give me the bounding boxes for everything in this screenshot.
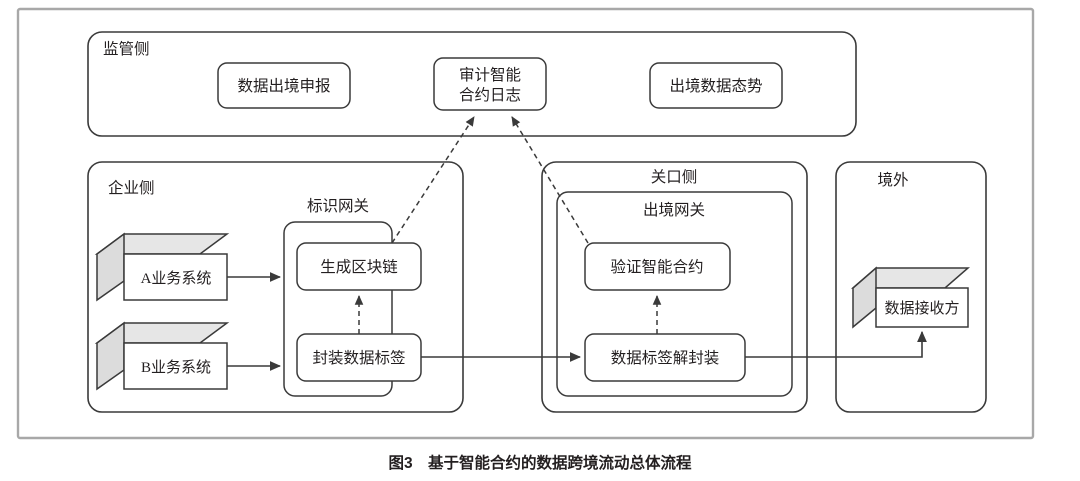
zone-regulator-label: 监管侧 [103, 40, 150, 58]
figure-caption: 图3 基于智能合约的数据跨境流动总体流程 [388, 453, 692, 472]
cube-system-b-label: B业务系统 [141, 359, 211, 376]
zone-customs-label: 关口侧 [651, 168, 698, 186]
flow-unseal-to-receiver [745, 330, 927, 358]
node-declaration-label: 数据出境申报 [237, 76, 330, 95]
node-declaration[interactable] [217, 62, 351, 109]
node-situation[interactable] [649, 62, 783, 109]
zone-exit-gateway-label: 出境网关 [643, 200, 705, 219]
cube-receiver-label: 数据接收方 [884, 300, 959, 317]
node-verify-contract-label: 验证智能合约 [610, 258, 703, 276]
flow-gen-blockchain-to-audit-log [391, 116, 475, 244]
cube-system-a-label: A业务系统 [141, 270, 212, 287]
node-audit-log-label-line2: 合约日志 [459, 86, 521, 104]
node-gen-blockchain[interactable] [296, 242, 422, 291]
node-audit-log-label-line1: 审计智能 [459, 66, 521, 84]
zone-identity-gateway-label: 标识网关 [307, 197, 369, 215]
node-unseal-tag-label: 数据标签解封装 [611, 349, 720, 367]
zone-overseas-label: 境外 [877, 170, 908, 189]
zone-enterprise-label: 企业侧 [108, 179, 155, 197]
flow-verify-contract-to-audit-log [511, 116, 589, 244]
cube-system-b: B业务系统 [94, 321, 230, 391]
cube-system-a: A业务系统 [94, 232, 230, 302]
node-seal-tag-label: 封装数据标签 [312, 349, 405, 367]
node-verify-contract[interactable] [584, 242, 731, 291]
node-situation-label: 出境数据态势 [669, 76, 762, 95]
cube-receiver: 数据接收方 [850, 266, 971, 329]
node-gen-blockchain-label: 生成区块链 [320, 258, 398, 276]
node-audit-log[interactable] [433, 57, 547, 111]
